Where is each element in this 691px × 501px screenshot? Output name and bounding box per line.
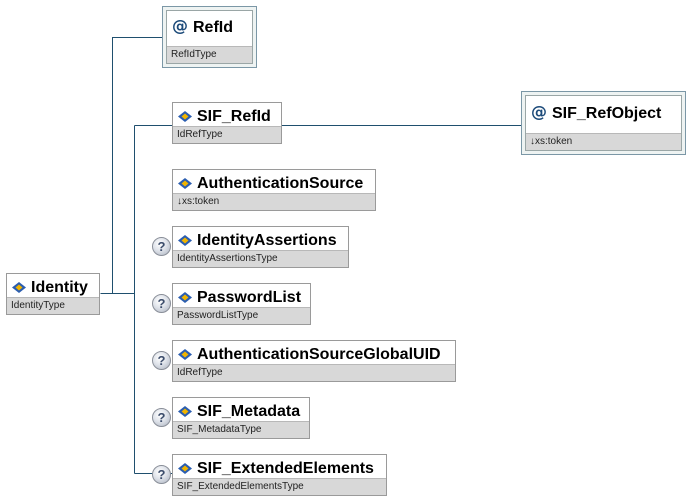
element-icon — [12, 282, 26, 293]
root-element-node[interactable]: Identity IdentityType — [6, 273, 100, 315]
element-icon — [178, 463, 192, 474]
element-name: AuthenticationSourceGlobalUID — [197, 345, 441, 363]
child-element-authentication-source[interactable]: AuthenticationSource ↓xs:token — [172, 169, 376, 211]
optional-icon: ? — [152, 237, 171, 256]
element-type: IdRefType — [173, 364, 455, 381]
root-element-type: IdentityType — [7, 297, 99, 314]
attribute-refid-container: @ RefId RefIdType — [162, 6, 257, 68]
child-element-authentication-source-global-uid[interactable]: AuthenticationSourceGlobalUID IdRefType — [172, 340, 456, 382]
child-element-identity-assertions[interactable]: IdentityAssertions IdentityAssertionsTyp… — [172, 226, 349, 268]
element-name: AuthenticationSource — [197, 174, 364, 192]
element-icon — [178, 292, 192, 303]
attribute-refid-node[interactable]: @ RefId RefIdType — [166, 10, 253, 64]
attribute-name: RefId — [193, 19, 233, 36]
child-element-sif-metadata[interactable]: SIF_Metadata SIF_MetadataType — [172, 397, 310, 439]
child-element-sif-refid[interactable]: SIF_RefId IdRefType — [172, 102, 282, 144]
element-type: IdRefType — [173, 126, 281, 143]
element-icon — [178, 178, 192, 189]
element-icon — [178, 235, 192, 246]
attribute-type: ↓xs:token — [526, 133, 681, 150]
element-icon — [178, 406, 192, 417]
element-type: SIF_ExtendedElementsType — [173, 478, 386, 495]
optional-icon: ? — [152, 351, 171, 370]
optional-icon: ? — [152, 408, 171, 427]
connector-root-attribute — [100, 37, 162, 294]
root-element-name: Identity — [31, 278, 88, 296]
element-type: IdentityAssertionsType — [173, 250, 348, 267]
element-type: PasswordListType — [173, 307, 310, 324]
element-name: PasswordList — [197, 288, 302, 306]
element-name: IdentityAssertions — [197, 231, 337, 249]
element-name: SIF_ExtendedElements — [197, 459, 374, 477]
element-type: SIF_MetadataType — [173, 421, 309, 438]
child-element-password-list[interactable]: PasswordList PasswordListType — [172, 283, 311, 325]
attribute-name: SIF_RefObject — [552, 104, 662, 122]
attribute-sif-refobject-node[interactable]: @ SIF_RefObject ↓xs:token — [525, 95, 682, 151]
element-name: SIF_RefId — [197, 107, 271, 125]
attribute-type: RefIdType — [167, 46, 252, 63]
child-element-sif-extended-elements[interactable]: SIF_ExtendedElements SIF_ExtendedElement… — [172, 454, 387, 496]
attribute-sif-refobject-container: @ SIF_RefObject ↓xs:token — [521, 91, 686, 155]
attribute-icon: @ — [531, 101, 547, 121]
element-type: ↓xs:token — [173, 193, 375, 210]
element-name: SIF_Metadata — [197, 402, 301, 420]
element-icon — [178, 349, 192, 360]
attribute-icon: @ — [172, 16, 188, 35]
element-icon — [178, 111, 192, 122]
optional-icon: ? — [152, 465, 171, 484]
optional-icon: ? — [152, 294, 171, 313]
